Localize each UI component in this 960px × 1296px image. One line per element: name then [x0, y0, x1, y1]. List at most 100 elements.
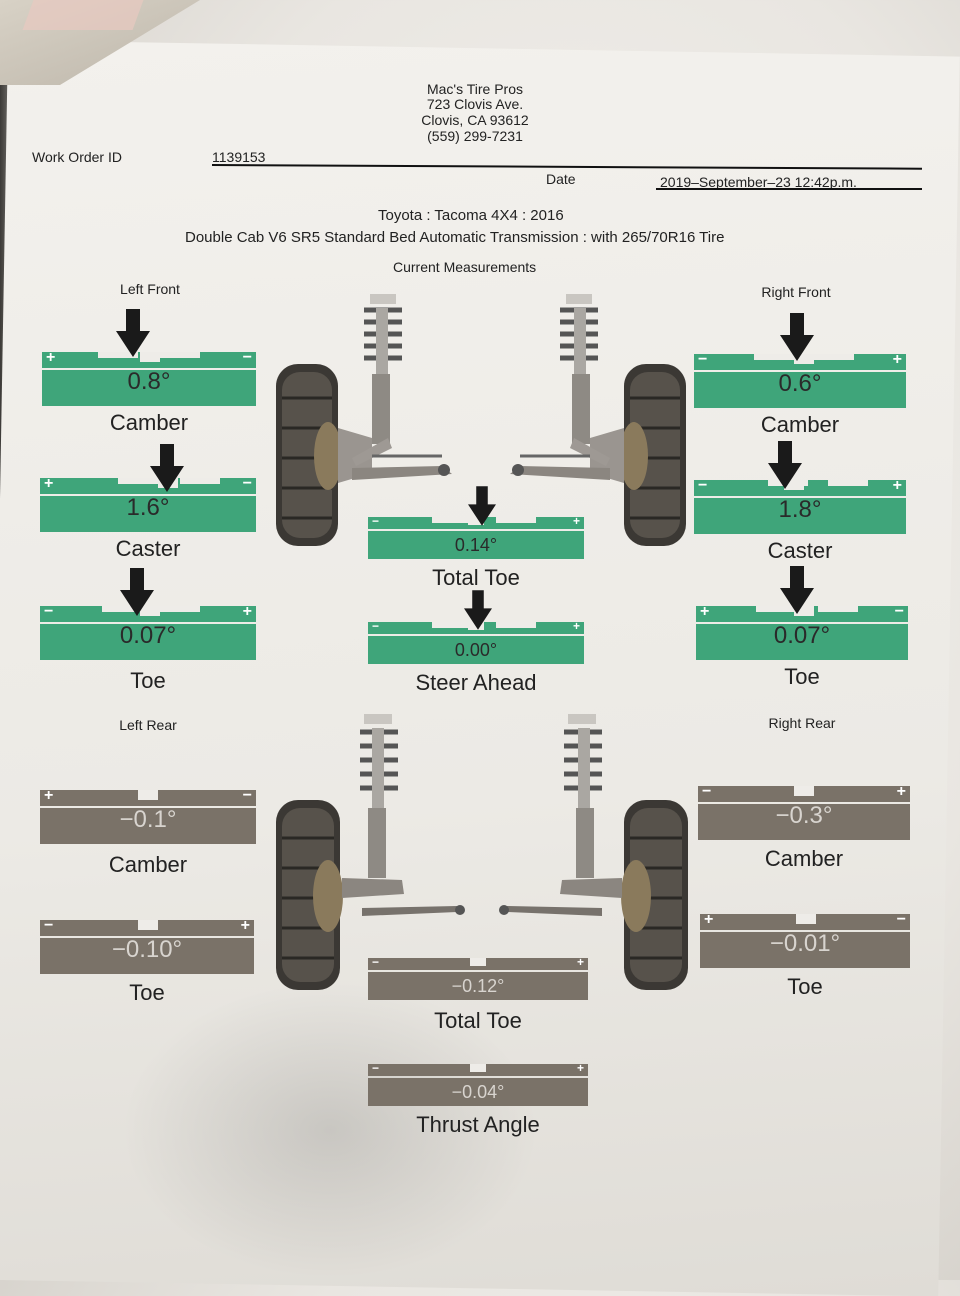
gauge-label: Camber [764, 846, 844, 871]
rear-suspension-illustration [276, 714, 688, 990]
shadow [120, 980, 540, 1280]
plus-sign: + [44, 475, 54, 492]
minus-sign: − [372, 514, 380, 528]
left-front-tire-icon [276, 364, 372, 546]
minus-sign: − [372, 619, 380, 633]
gauge-label: Steer Ahead [415, 670, 537, 695]
work-order-value: 1139153 [212, 149, 266, 165]
minus-sign: − [44, 603, 54, 620]
gauge-label: Caster [115, 536, 181, 561]
shop-address: 723 Clovis Ave. [426, 96, 524, 112]
gauge-label: Camber [108, 852, 188, 877]
gauge-value: 0.00° [454, 640, 498, 660]
plus-sign: + [240, 917, 250, 934]
gauge-value: −0.01° [769, 930, 841, 957]
gauge-rear-total-toe: − + −0.12° Total Toe [368, 955, 588, 1033]
gauge-label: Toe [130, 668, 166, 693]
rf-toe-arrow-icon [780, 566, 814, 614]
gauge-steer-ahead: − + 0.00° Steer Ahead [368, 619, 584, 695]
left-front-strut-icon [352, 294, 452, 480]
right-front-strut-icon [510, 294, 610, 480]
plus-sign: + [576, 1061, 584, 1075]
minus-sign: − [698, 351, 708, 368]
gauge-value: 0.14° [454, 535, 498, 555]
minus-sign: − [698, 477, 708, 494]
steer-ahead-arrow-icon [464, 590, 492, 630]
gauge-label: Total Toe [432, 565, 520, 590]
gauge-label: Toe [129, 980, 165, 1005]
lf-camber-arrow-icon [116, 309, 150, 357]
gauge-lr-camber: + − −0.1° Camber [40, 787, 256, 877]
gauge-front-total-toe: − + 0.14° Total Toe [368, 514, 584, 590]
minus-sign: − [242, 787, 252, 804]
gauge-rf-toe: + − 0.07° Toe [696, 603, 908, 689]
plus-sign: + [896, 783, 906, 800]
vehicle-line1: Toyota : Tacoma 4X4 : 2016 [378, 207, 564, 224]
gauge-rr-camber: − + −0.3° Camber [698, 783, 910, 871]
label-right-front: Right Front [761, 284, 831, 300]
gauge-label: Camber [760, 412, 840, 437]
gauge-label: Camber [109, 410, 189, 435]
rf-camber-arrow-icon [780, 313, 814, 361]
minus-sign: − [372, 955, 380, 969]
minus-sign: − [896, 911, 906, 928]
plus-sign: + [892, 351, 902, 368]
gauge-value: −0.1° [119, 806, 177, 833]
minus-sign: − [242, 349, 252, 366]
minus-sign: − [894, 603, 904, 620]
gauge-lf-toe: − + 0.07° Toe [40, 603, 256, 693]
gauge-value: 0.6° [778, 370, 822, 397]
lf-caster-arrow-icon [150, 444, 184, 492]
plus-sign: + [572, 514, 580, 528]
gauge-label: Toe [787, 974, 823, 999]
gauge-rf-camber: − + 0.6° Camber [694, 351, 906, 437]
date-rule [656, 188, 922, 190]
minus-sign: − [44, 917, 54, 934]
left-rear-strut-icon [342, 714, 465, 916]
minus-sign: − [372, 1061, 380, 1075]
gauge-value: −0.12° [451, 976, 505, 996]
plus-sign: + [572, 619, 580, 633]
gauge-lr-toe: − + −0.10° Toe [40, 917, 254, 1005]
label-left-rear: Left Rear [119, 717, 177, 733]
gauge-label: Thrust Angle [416, 1112, 540, 1137]
gauge-value: −0.3° [775, 802, 833, 829]
gauge-value: 0.07° [773, 622, 831, 649]
shop-city: Clovis, CA 93612 [421, 112, 529, 128]
vehicle-line2: Double Cab V6 SR5 Standard Bed Automatic… [185, 229, 725, 246]
gauge-lf-camber: + − 0.8° Camber [42, 349, 256, 435]
rf-caster-arrow-icon [768, 441, 802, 489]
left-rear-tire-icon [276, 800, 343, 990]
gauge-value: −0.04° [451, 1082, 505, 1102]
front-suspension-illustration [276, 294, 686, 546]
plus-sign: + [892, 477, 902, 494]
gauge-value: 1.8° [778, 496, 822, 523]
gauge-label: Toe [784, 664, 820, 689]
gauge-rr-toe: + − −0.01° Toe [700, 911, 910, 999]
minus-sign: − [242, 475, 252, 492]
shop-phone: (559) 299-7231 [427, 128, 523, 144]
gauge-value: 0.07° [119, 622, 177, 649]
shop-name: Mac's Tire Pros [426, 81, 524, 97]
plus-sign: + [44, 787, 54, 804]
label-left-front: Left Front [120, 281, 180, 297]
gauge-lf-caster: + − 1.6° Caster [40, 475, 256, 561]
label-right-rear: Right Rear [768, 715, 836, 731]
right-front-tire-icon [590, 364, 686, 546]
gauge-value: 1.6° [126, 494, 170, 521]
gauge-value: −0.10° [111, 936, 183, 963]
gauge-thrust-angle: − + −0.04° Thrust Angle [368, 1061, 588, 1137]
lf-toe-arrow-icon [120, 568, 154, 616]
background-label-fragment [22, 0, 144, 30]
work-order-label: Work Order ID [32, 149, 122, 165]
plus-sign: + [576, 955, 584, 969]
plus-sign: + [704, 911, 714, 928]
minus-sign: − [702, 783, 712, 800]
plus-sign: + [700, 603, 710, 620]
date-label: Date [546, 171, 576, 187]
gauge-value: 0.8° [127, 368, 171, 395]
plus-sign: + [242, 603, 252, 620]
right-rear-tire-icon [621, 800, 688, 990]
front-total-toe-arrow-icon [468, 486, 496, 526]
gauge-label: Total Toe [434, 1008, 522, 1033]
